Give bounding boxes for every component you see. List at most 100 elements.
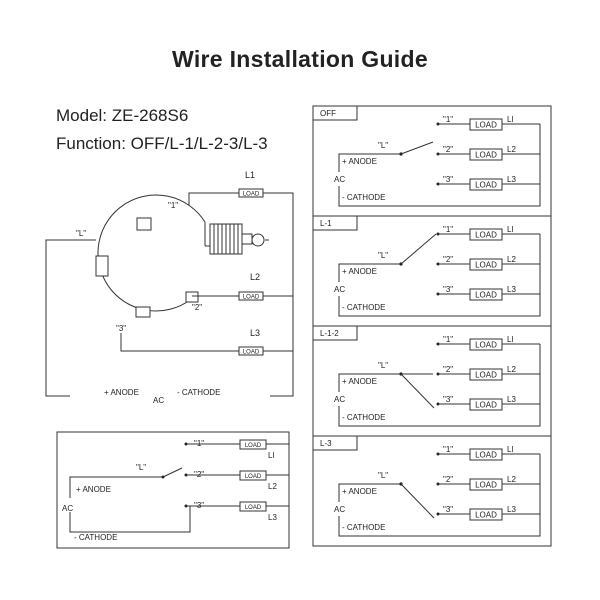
- line-label-3: L3: [507, 395, 516, 404]
- terminal-2: [185, 291, 199, 303]
- load-label: LOAD: [475, 291, 497, 300]
- anode-wire: [338, 483, 401, 502]
- terminal-1: [136, 217, 152, 231]
- ac-label: AC: [153, 396, 164, 405]
- ac-label: AC: [334, 285, 345, 294]
- small-load-2: LOAD: [245, 474, 262, 480]
- load-label: LOAD: [475, 481, 497, 490]
- line-label-1: Ll: [507, 115, 513, 124]
- load-label: LOAD: [475, 451, 497, 460]
- panel-title-tab: [313, 216, 358, 231]
- pos2-label: "2": [192, 303, 202, 312]
- l-label: "L": [378, 361, 388, 370]
- anode-wire: [338, 373, 401, 392]
- small-l3: L3: [268, 513, 277, 522]
- small-L: "L": [136, 463, 146, 472]
- small-l2: L2: [268, 482, 277, 491]
- panel-title: L-1: [320, 219, 332, 228]
- anode-label: + ANODE: [342, 267, 377, 276]
- panel-title-tab: [313, 106, 358, 121]
- contact-label-3: "3": [443, 285, 453, 294]
- line-label-1: Ll: [507, 335, 513, 344]
- anode-label: + ANODE: [104, 388, 139, 397]
- model-label: Model: ZE-268S6: [56, 106, 189, 125]
- small-l1: Ll: [268, 451, 274, 460]
- pos1-label: "1": [168, 201, 178, 210]
- main-switch-diagram: LOAD LOAD LOAD L1 L2 L3 "1" "L" "2" "3" …: [45, 170, 294, 405]
- contact-label-3: "3": [443, 505, 453, 514]
- load-label-3: LOAD: [243, 350, 260, 356]
- load-label: LOAD: [475, 371, 497, 380]
- cathode-label: - CATHODE: [342, 523, 385, 532]
- L-label: "L": [76, 229, 86, 238]
- ac-label: AC: [334, 175, 345, 184]
- switch-blade: [400, 141, 434, 155]
- load-label: LOAD: [475, 151, 497, 160]
- small-load-3: LOAD: [245, 505, 262, 511]
- load-label: LOAD: [475, 261, 497, 270]
- contact-label-2: "2": [443, 145, 453, 154]
- ac-label: AC: [334, 505, 345, 514]
- panel-title: OFF: [320, 109, 336, 118]
- anode-label: + ANODE: [342, 157, 377, 166]
- threaded-shaft: [209, 223, 269, 255]
- line-label-2: L2: [507, 145, 516, 154]
- l3-label: L3: [250, 328, 260, 338]
- load-label: LOAD: [475, 181, 497, 190]
- small-load-1: LOAD: [245, 443, 262, 449]
- load-label-1: LOAD: [243, 192, 260, 198]
- cathode-wire: [338, 454, 541, 537]
- line-label-3: L3: [507, 175, 516, 184]
- l1-label: L1: [245, 170, 255, 180]
- contact-label-3: "3": [443, 395, 453, 404]
- cathode-wire: [338, 124, 541, 207]
- contact-label-1: "1": [443, 335, 453, 344]
- small-ac: AC: [62, 504, 73, 513]
- switch-blade: [400, 373, 435, 409]
- line-label-3: L3: [507, 285, 516, 294]
- line-label-2: L2: [507, 475, 516, 484]
- cathode-wire: [338, 344, 541, 427]
- panel-title-tab: [313, 326, 358, 341]
- contact-label-2: "2": [443, 365, 453, 374]
- ac-label: AC: [334, 395, 345, 404]
- load-label: LOAD: [475, 511, 497, 520]
- cathode-label: - CATHODE: [177, 388, 220, 397]
- small-schematic-frame: [56, 431, 290, 549]
- anode-label: + ANODE: [342, 487, 377, 496]
- line-label-1: Ll: [507, 225, 513, 234]
- cathode-label: - CATHODE: [342, 413, 385, 422]
- load-label: LOAD: [475, 231, 497, 240]
- cathode-label: - CATHODE: [342, 193, 385, 202]
- anode-wire: [338, 153, 401, 172]
- contact-label-1: "1": [443, 225, 453, 234]
- contact-label-1: "1": [443, 445, 453, 454]
- load-label: LOAD: [475, 121, 497, 130]
- small-cathode: - CATHODE: [74, 533, 117, 542]
- small-anode: + ANODE: [76, 485, 111, 494]
- panel-title: L-3: [320, 439, 332, 448]
- anode-label: + ANODE: [342, 377, 377, 386]
- contact-label-3: "3": [443, 175, 453, 184]
- function-label: Function: OFF/L-1/L-2-3/L-3: [56, 134, 268, 153]
- small-pos1: "1": [194, 439, 204, 448]
- pos3-label: "3": [116, 324, 126, 333]
- panel-title-tab: [313, 436, 358, 451]
- line-label-3: L3: [507, 505, 516, 514]
- contact-label-2: "2": [443, 475, 453, 484]
- switch-blade: [400, 483, 435, 519]
- l-label: "L": [378, 251, 388, 260]
- small-schematic: LOAD LOAD LOAD Ll L2 L3 "1" "2" "3" "L" …: [56, 431, 290, 549]
- terminal-3: [135, 306, 151, 318]
- page-title: Wire Installation Guide: [172, 46, 428, 72]
- contact-label-2: "2": [443, 255, 453, 264]
- l-label: "L": [378, 471, 388, 480]
- small-pos2: "2": [194, 470, 204, 479]
- cathode-label: - CATHODE: [342, 303, 385, 312]
